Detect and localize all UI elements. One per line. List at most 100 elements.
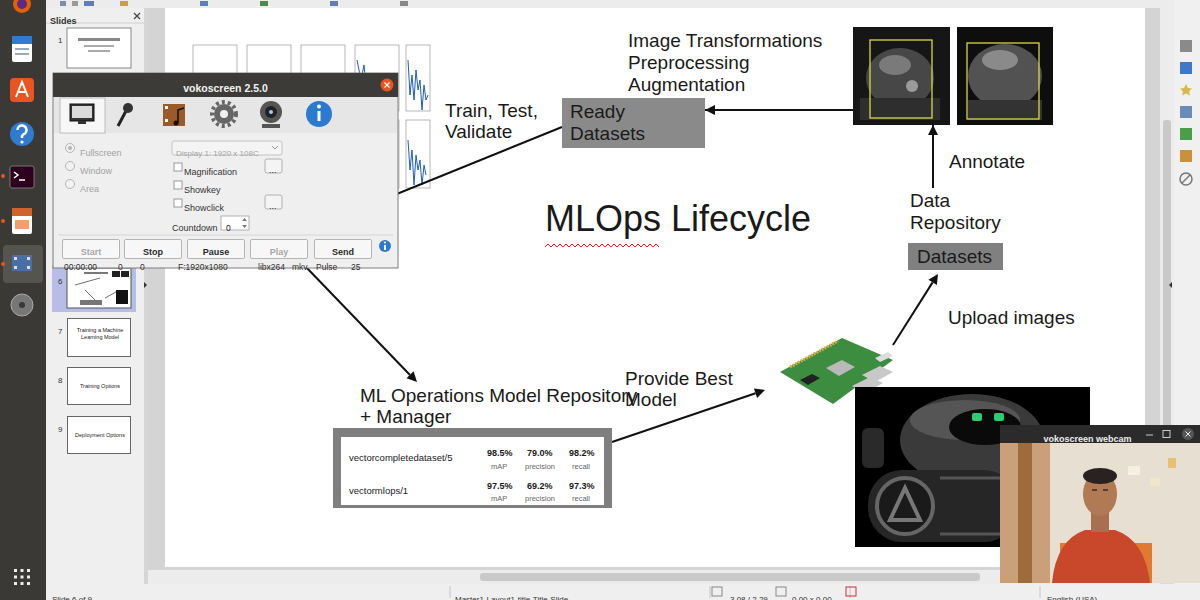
status-bar bbox=[46, 584, 1200, 600]
node-text: Training Options bbox=[72, 383, 128, 390]
status-value: F:1920x1080 bbox=[178, 262, 228, 272]
recorder-window bbox=[384, 241, 386, 243]
webcam-window bbox=[1128, 466, 1140, 475]
recorder-window bbox=[178, 108, 184, 123]
desktop-ground bbox=[84, 1, 94, 6]
slides-panel bbox=[88, 50, 110, 52]
recorder-window bbox=[379, 240, 391, 252]
node-text: Pause bbox=[188, 246, 244, 258]
right-sidebar bbox=[1180, 84, 1192, 96]
right-sidebar bbox=[1180, 173, 1192, 185]
recorder-window bbox=[68, 146, 72, 150]
node-text: recall bbox=[572, 462, 590, 471]
radio-label: Area bbox=[80, 184, 99, 195]
status-value: Pulse bbox=[316, 262, 337, 272]
recorder-window bbox=[174, 181, 182, 189]
recorder-window bbox=[384, 245, 386, 250]
node-text: 79.0% bbox=[527, 448, 553, 459]
flow-line bbox=[754, 389, 765, 398]
dock bbox=[20, 140, 23, 143]
dock bbox=[12, 255, 32, 271]
node-text: Ready Datasets bbox=[570, 101, 694, 145]
webcam-window bbox=[1168, 458, 1176, 468]
play-button: Play bbox=[250, 239, 308, 259]
desktop-ground bbox=[46, 0, 1200, 8]
webcam-window bbox=[1000, 443, 1050, 583]
slide-thumbnail: Deployment Options bbox=[67, 416, 131, 454]
flow-label: Provide Best Model bbox=[625, 368, 750, 410]
slides-panel bbox=[144, 282, 147, 288]
dock bbox=[12, 208, 32, 234]
node-text: Deployment Options bbox=[72, 432, 128, 439]
slide-thumbnail: Training a Machine Learning Model bbox=[67, 318, 131, 357]
recorder-window bbox=[265, 106, 277, 118]
dock bbox=[14, 257, 17, 260]
status-value: 25 bbox=[351, 262, 360, 272]
status-bar bbox=[712, 587, 722, 596]
dock bbox=[10, 166, 34, 188]
dock bbox=[11, 294, 33, 316]
slide-number: 6 bbox=[58, 277, 62, 287]
webcam-window bbox=[1052, 530, 1150, 583]
metrics-chart bbox=[406, 45, 430, 111]
slide-canvas bbox=[1169, 282, 1172, 288]
annotated-image bbox=[906, 80, 918, 92]
flow-label: Upload images bbox=[948, 307, 1075, 329]
metrics-chart bbox=[406, 120, 430, 188]
recorder-window bbox=[66, 180, 75, 189]
dock bbox=[21, 582, 24, 585]
dock bbox=[12, 36, 32, 44]
annotated-image bbox=[853, 27, 1053, 125]
dock bbox=[15, 53, 29, 55]
webcam-window bbox=[1000, 443, 1200, 583]
recorder-window bbox=[60, 98, 105, 133]
right-sidebar bbox=[1180, 150, 1192, 162]
node-text: 69.2% bbox=[527, 481, 553, 492]
pause-button: Pause bbox=[187, 239, 245, 259]
node-text: precision bbox=[525, 462, 555, 471]
robot-photo bbox=[862, 428, 884, 468]
node-text: Display 1: 1920 x 108C bbox=[176, 148, 259, 160]
slides-panel bbox=[67, 28, 131, 68]
dock bbox=[27, 257, 30, 260]
recorder-window bbox=[220, 110, 228, 118]
annotated-image bbox=[870, 40, 932, 118]
recorder-window bbox=[260, 101, 282, 123]
node-text: Stop bbox=[125, 246, 181, 258]
robot-photo bbox=[972, 413, 982, 421]
recorder-window bbox=[72, 106, 92, 118]
dock bbox=[13, 0, 31, 13]
annotated-image bbox=[853, 27, 950, 125]
node-text: Start bbox=[63, 246, 119, 258]
slides-panel bbox=[78, 38, 120, 41]
slides-panel bbox=[84, 45, 114, 47]
dock bbox=[12, 208, 32, 216]
dock bbox=[21, 569, 24, 572]
desktop-ground bbox=[72, 1, 78, 6]
node-heading: Image Transformations Preprocessing Augm… bbox=[628, 30, 850, 96]
annotated-image bbox=[957, 27, 1053, 125]
webcam-window bbox=[1150, 478, 1160, 486]
status-bar bbox=[776, 587, 786, 596]
slide-number: 1 bbox=[58, 36, 62, 46]
dock bbox=[15, 48, 29, 50]
slides-panel bbox=[75, 278, 116, 300]
desktop-ground bbox=[260, 1, 268, 6]
dock bbox=[14, 172, 25, 180]
dock bbox=[14, 266, 17, 269]
annotated-image bbox=[982, 50, 1018, 70]
annotated-image bbox=[968, 44, 1042, 108]
status-bar bbox=[1040, 586, 1041, 598]
recorder-window bbox=[70, 104, 94, 121]
webcam-window bbox=[1083, 468, 1117, 484]
webcam-window bbox=[1018, 443, 1032, 583]
dataset-box: Ready Datasets bbox=[562, 98, 705, 148]
recorder-window bbox=[221, 216, 249, 230]
webcam-window bbox=[1186, 432, 1191, 437]
recorder-window bbox=[118, 111, 126, 126]
dock bbox=[0, 0, 46, 600]
webcam-window bbox=[1000, 425, 1200, 583]
recorder-window bbox=[214, 104, 234, 124]
